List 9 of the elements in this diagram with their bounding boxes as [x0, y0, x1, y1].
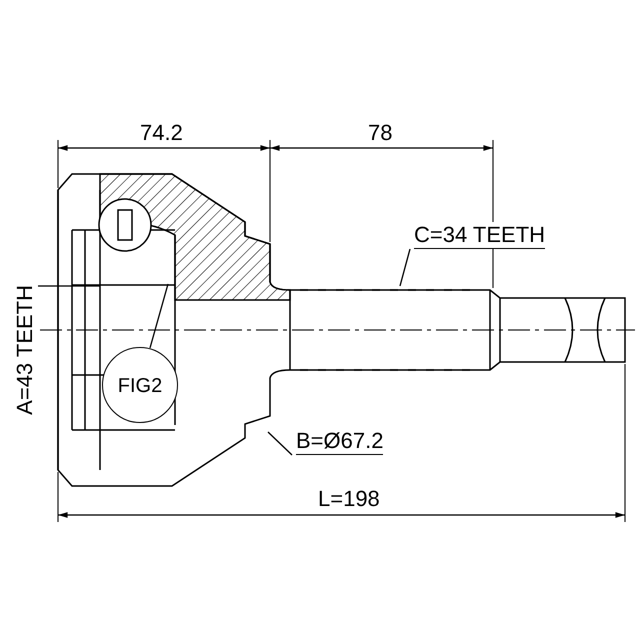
leader-line — [38, 285, 100, 287]
dimension-label: 74.2 — [140, 120, 183, 146]
leader-line — [149, 284, 169, 348]
callout-label: A=43 TEETH — [12, 285, 38, 415]
dimension-label: L=198 — [318, 486, 380, 512]
leader-line — [399, 248, 411, 286]
leader-line — [268, 432, 292, 456]
callout-label: C=34 TEETH — [414, 222, 546, 249]
dimension-label: 78 — [368, 120, 392, 146]
